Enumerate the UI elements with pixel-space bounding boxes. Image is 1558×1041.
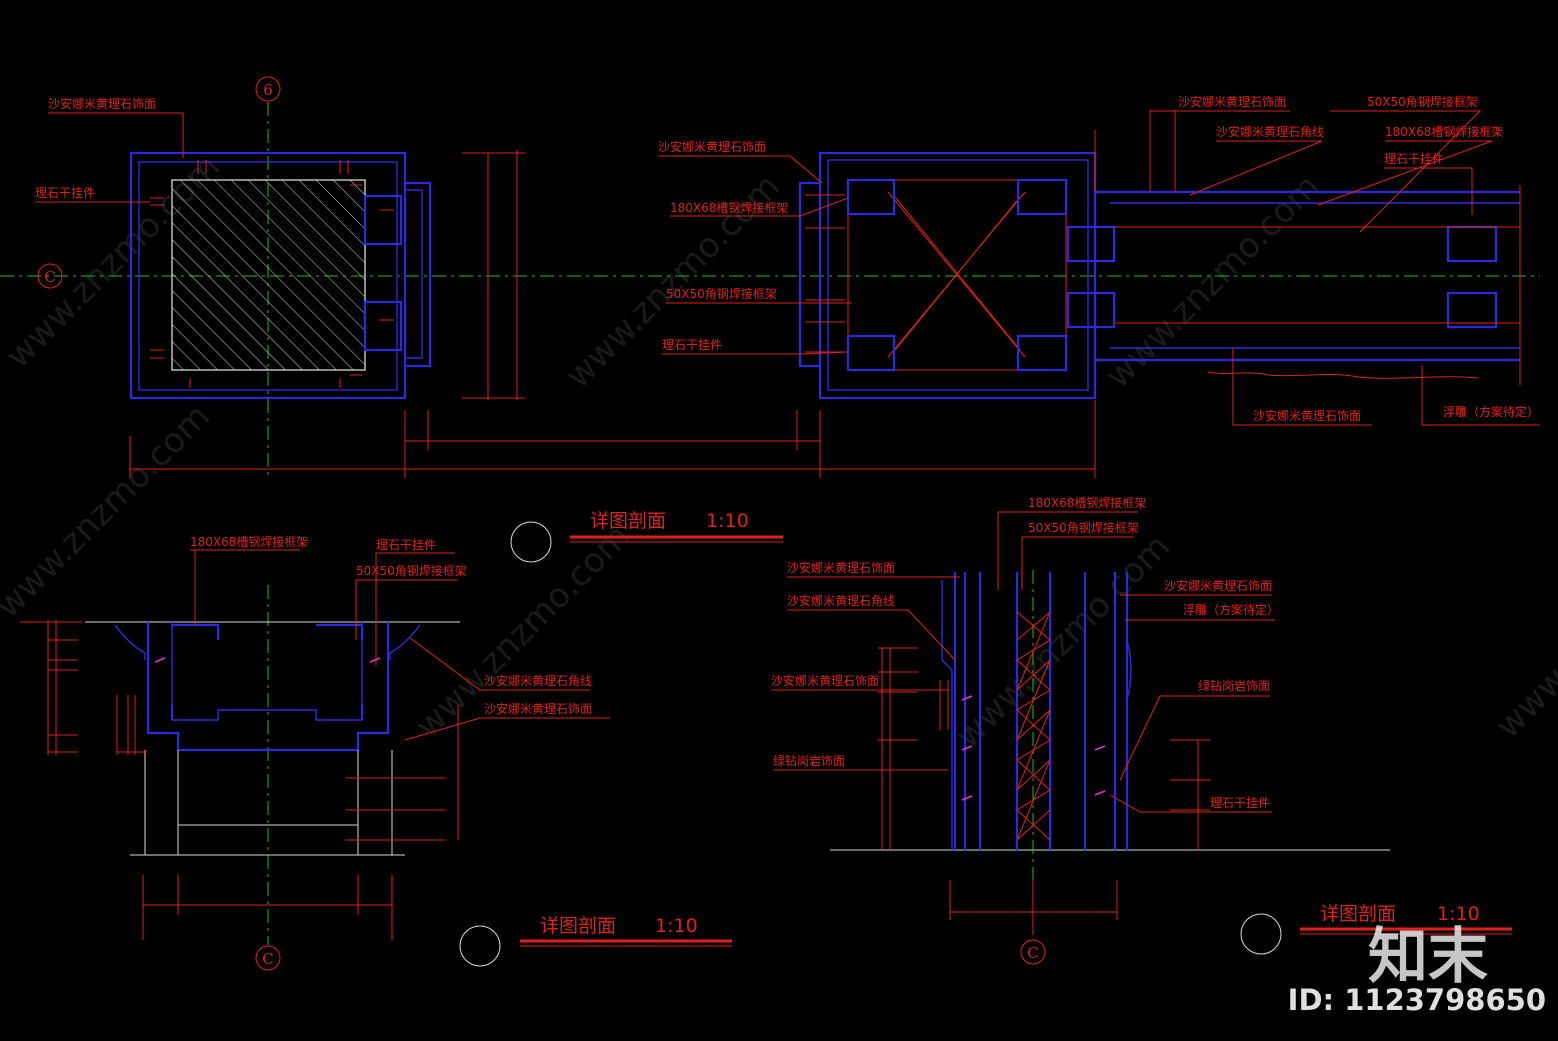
label-marble-hanger: 理石干挂件 [376, 538, 436, 552]
section-right: C [830, 570, 1390, 965]
label-relief: 浮雕（方案待定） [1443, 404, 1539, 419]
plan-annotations: 沙安娜米黄理石饰面 理石干挂件 沙安娜米黄理石饰面 180X68槽钢焊接框架 5… [35, 94, 1540, 426]
wall-outline [1095, 190, 1520, 362]
column-projection [405, 181, 432, 368]
label-marble-face: 沙安娜米黄理石饰面 [787, 560, 895, 575]
axis-bubble-6 [255, 76, 281, 102]
label-marble-hanger: 理石干挂件 [1384, 152, 1444, 166]
angle-box [1446, 291, 1498, 329]
section-left: C [20, 585, 460, 971]
label-angle-frame: 50X50角钢焊接框架 [1028, 520, 1139, 535]
section-right-annotations: 180X68槽钢焊接框架 50X50角钢焊接框架 沙安娜米黄理石饰面 沙安娜米黄… [771, 495, 1279, 813]
axis-label-6: 6 [263, 81, 273, 99]
label-marble-face: 沙安娜米黄理石饰面 [48, 96, 156, 111]
angle-box [846, 334, 896, 372]
label-angle-frame: 50X50角钢焊接框架 [666, 286, 777, 301]
section-body [146, 622, 390, 752]
angle-box [846, 178, 896, 216]
label-marble-corner: 沙安娜米黄理石角线 [787, 593, 895, 608]
label-marble-face: 沙安娜米黄理石饰面 [484, 701, 592, 716]
image-id-label: ID: 1123798650 [1287, 983, 1546, 1017]
watermark-text: www.znzmo.com [948, 526, 1178, 756]
label-marble-hanger: 理石干挂件 [1210, 796, 1270, 810]
axis-label-c: C [1027, 944, 1038, 962]
axis-bubble-c [37, 263, 63, 289]
title-text: 详图剖面 [540, 915, 616, 937]
section-left-annotations: 180X68槽钢焊接框架 理石干挂件 50X50角钢焊接框架 沙安娜米黄理石角线… [190, 534, 610, 741]
angle-box [1016, 334, 1068, 372]
label-marble-face: 沙安娜米黄理石饰面 [771, 673, 879, 688]
title-block-2: 详图剖面 1:10 [459, 915, 732, 967]
label-marble-face: 沙安娜米黄理石饰面 [1253, 408, 1361, 423]
label-marble-face: 沙安娜米黄理石饰面 [1164, 578, 1272, 593]
label-marble-hanger: 理石干挂件 [35, 186, 95, 200]
angle-box [1446, 225, 1498, 263]
label-marble-corner: 沙安娜米黄理石角线 [1216, 124, 1324, 139]
axis-label-c: C [44, 268, 55, 286]
title-scale: 1:10 [706, 510, 749, 532]
label-marble-face: 沙安娜米黄理石饰面 [1178, 94, 1286, 109]
watermark-text: www.znzmo.com [1098, 166, 1328, 396]
title-block-3: 详图剖面 1:10 [1240, 903, 1512, 955]
angle-box [1066, 225, 1116, 263]
label-angle-frame: 50X50角钢焊接框架 [1367, 94, 1478, 109]
label-marble-hanger: 理石干挂件 [662, 338, 722, 352]
label-relief: 浮雕（方案待定） [1183, 602, 1279, 617]
label-angle-frame: 50X50角钢焊接框架 [356, 563, 467, 578]
brand-logo: 知末 [1368, 922, 1488, 992]
channel-box [363, 194, 403, 246]
title-text: 详图剖面 [1320, 903, 1396, 925]
label-granite: 绿钻岗岩饰面 [773, 753, 845, 768]
angle-box [1066, 291, 1116, 329]
channel-box [363, 300, 403, 352]
label-channel-frame: 180X68槽钢焊接框架 [190, 534, 308, 549]
plan-view: 6 C [0, 76, 1540, 478]
frame-outline [818, 151, 1097, 400]
concrete-core [171, 179, 366, 371]
label-channel-frame: 180X68槽钢焊接框架 [1028, 495, 1146, 510]
label-marble-corner: 沙安娜米黄理石角线 [484, 673, 592, 688]
hanger-marks [150, 160, 394, 388]
angle-box [1016, 178, 1068, 216]
title-block-1: 详图剖面 1:10 [510, 510, 783, 563]
title-text: 详图剖面 [590, 510, 666, 532]
title-scale: 1:10 [655, 915, 698, 937]
watermark-text: www.znzmo.com [1488, 516, 1558, 746]
watermark-text: www.znzmo.com [0, 396, 218, 626]
title-scale: 1:10 [1437, 903, 1480, 925]
column-outline [129, 151, 407, 400]
label-channel-frame: 180X68槽钢焊接框架 [1385, 124, 1503, 139]
axis-label-c: C [262, 950, 273, 968]
label-granite: 绿钻岗岩饰面 [1198, 678, 1270, 693]
label-marble-face: 沙安娜米黄理石饰面 [658, 139, 766, 154]
label-channel-frame: 180X68槽钢焊接框架 [670, 200, 788, 215]
column-inner-outline [138, 161, 398, 391]
